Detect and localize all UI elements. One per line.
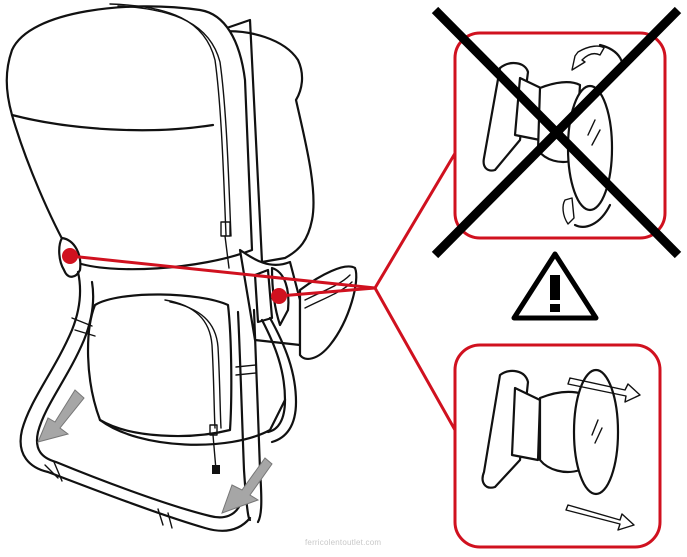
carrier-illustration [5,3,358,532]
left-stand-arrow-icon [37,389,85,443]
hinge-knob-pull [481,368,641,531]
prohibited-x-icon [431,6,682,259]
warning-triangle-icon [511,251,599,321]
callout-lines [68,148,459,432]
callout-dot-right [271,288,287,304]
panel-incorrect [431,6,682,259]
callout-dot-left [62,248,78,264]
right-stand-arrow-icon [221,457,273,514]
watermark: ferricolentoutlet.com [305,538,382,547]
panel-correct [453,343,662,549]
